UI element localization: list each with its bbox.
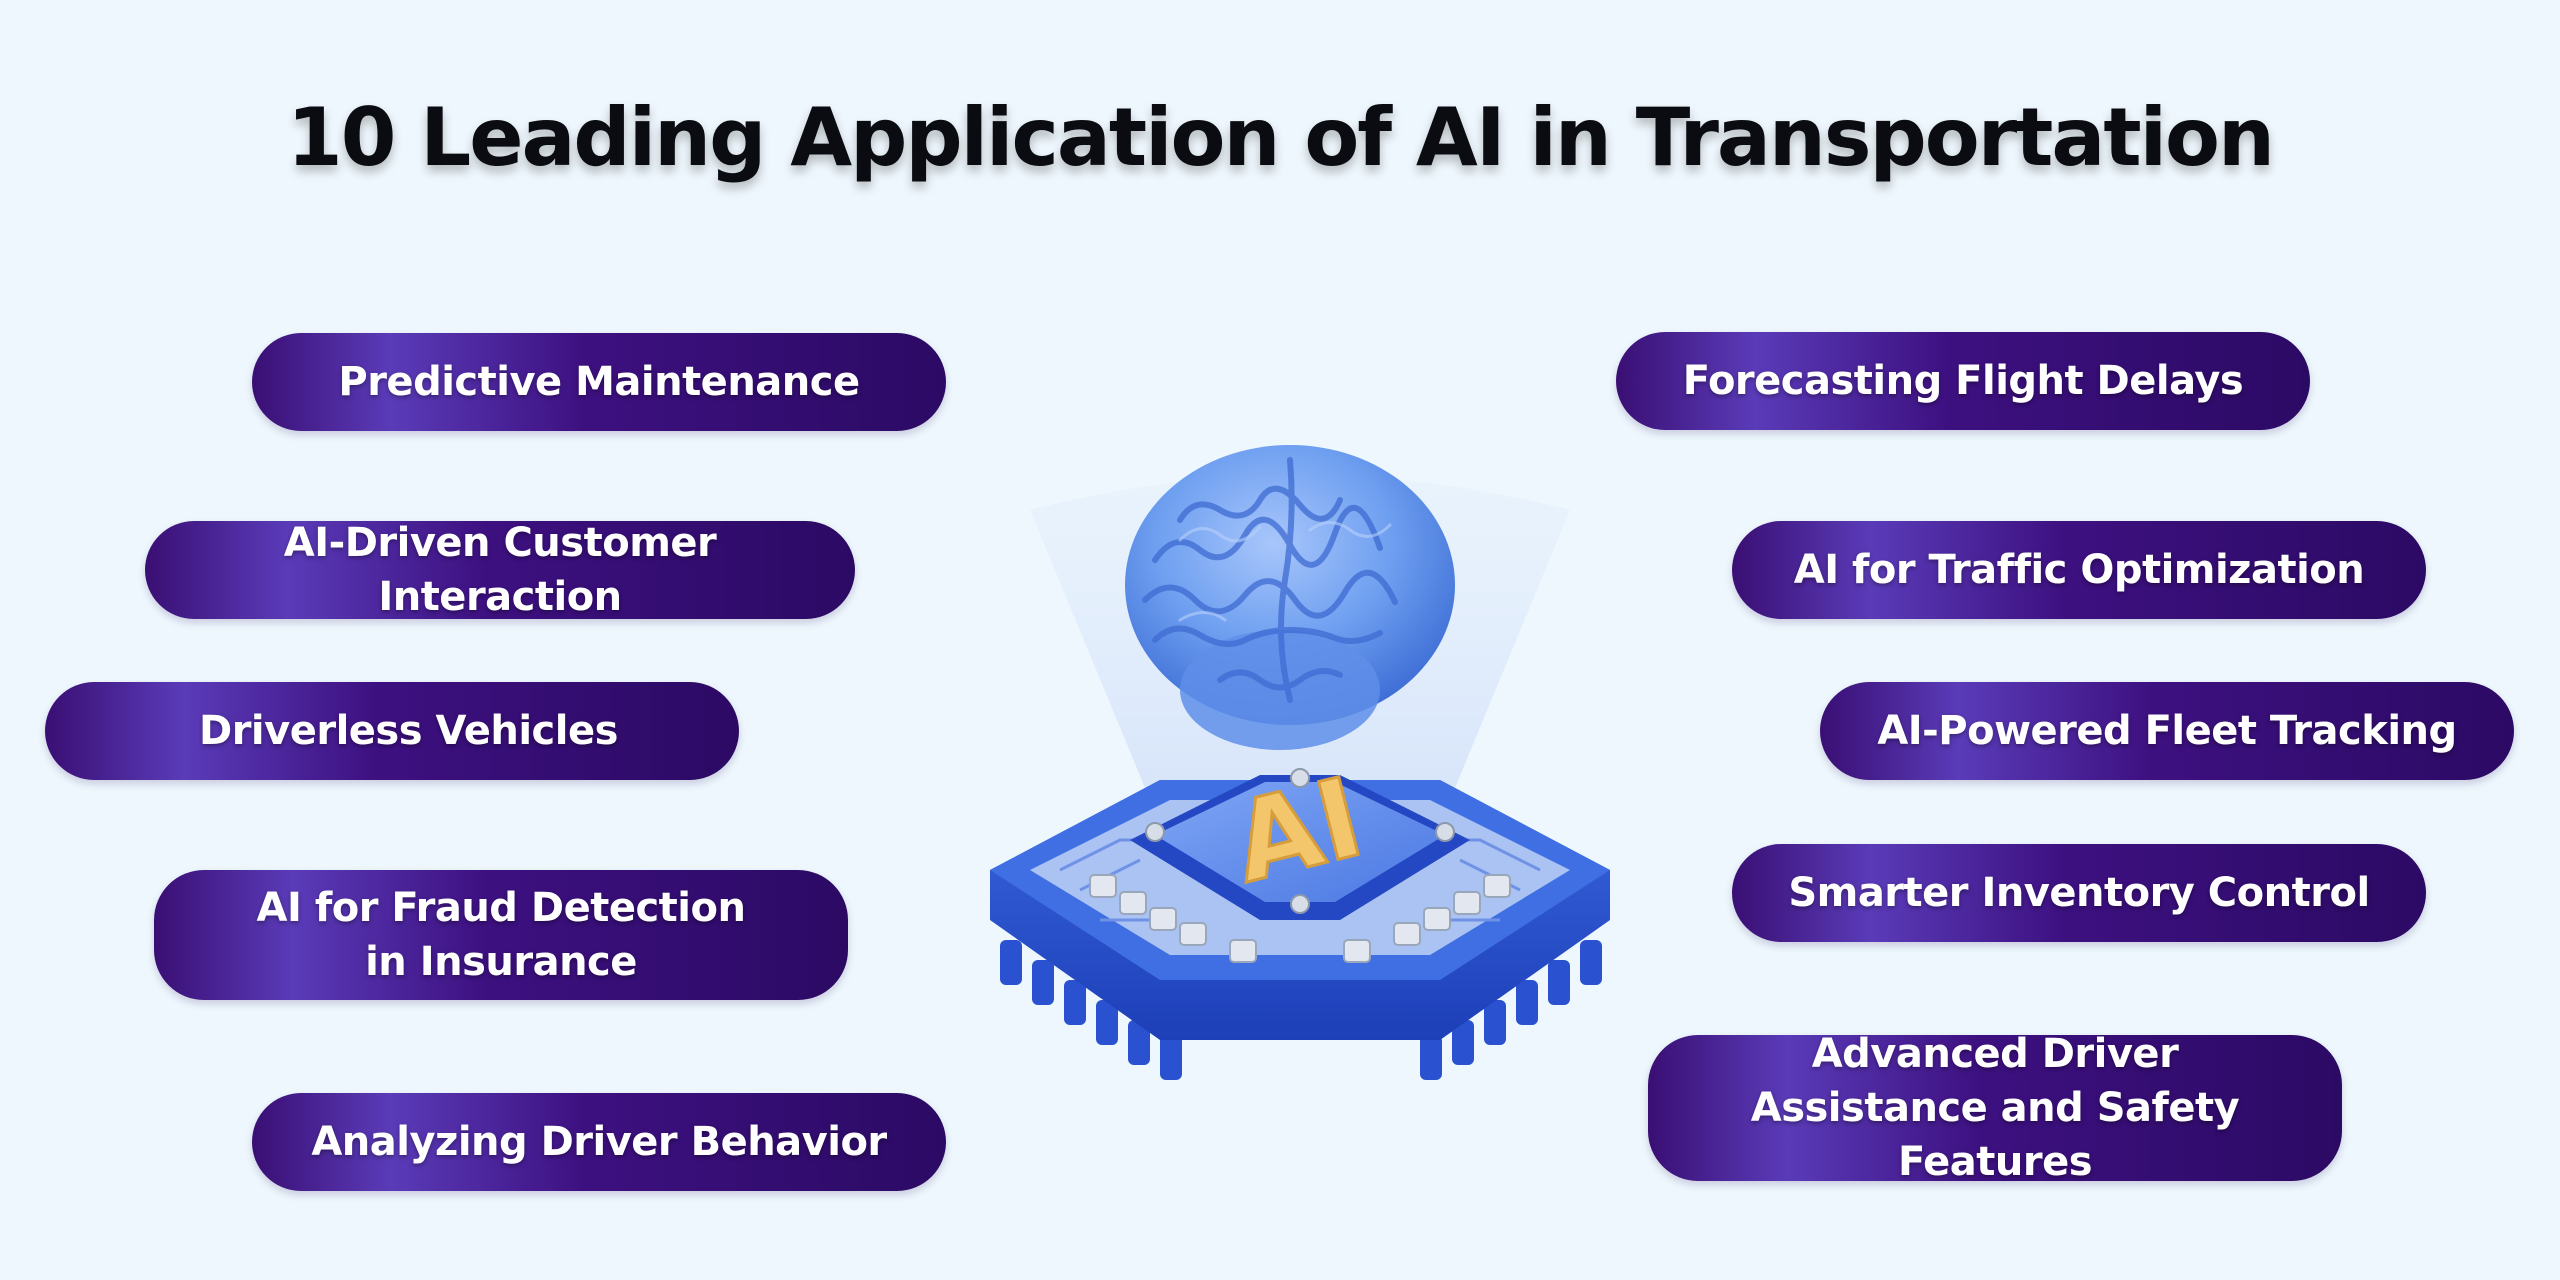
ai-brain-chip-icon: AI: [990, 445, 1610, 1080]
item-label: AI-Driven Customer Interaction: [283, 520, 717, 620]
item-label: Smarter Inventory Control: [1788, 870, 2370, 916]
item-label: AI-Powered Fleet Tracking: [1877, 708, 2457, 754]
ai-brain-chip-illustration: AI: [980, 420, 1620, 1100]
item-label: AI for Traffic Optimization: [1793, 547, 2365, 593]
item-label: Forecasting Flight Delays: [1682, 358, 2244, 404]
item-analyzing-driver-behavior: Analyzing Driver Behavior: [252, 1093, 946, 1191]
item-smarter-inventory-control: Smarter Inventory Control: [1732, 844, 2426, 942]
item-forecasting-flight-delays: Forecasting Flight Delays: [1616, 332, 2310, 430]
item-label: Advanced Driver Assistance and Safety Fe…: [1750, 1031, 2240, 1185]
page-title: 10 Leading Application of AI in Transpor…: [287, 91, 2275, 184]
item-label: AI for Fraud Detection in Insurance: [256, 885, 746, 985]
item-predictive-maintenance: Predictive Maintenance: [252, 333, 946, 431]
item-ai-traffic-optimization: AI for Traffic Optimization: [1732, 521, 2426, 619]
item-ai-powered-fleet-tracking: AI-Powered Fleet Tracking: [1820, 682, 2514, 780]
item-label: Predictive Maintenance: [338, 359, 860, 405]
item-advanced-driver-assistance: Advanced Driver Assistance and Safety Fe…: [1648, 1031, 2342, 1185]
item-driverless-vehicles: Driverless Vehicles: [45, 682, 739, 780]
item-ai-fraud-detection-insurance: AI for Fraud Detection in Insurance: [154, 870, 848, 1000]
item-ai-driven-customer-interaction: AI-Driven Customer Interaction: [145, 520, 855, 620]
item-label: Analyzing Driver Behavior: [311, 1119, 887, 1165]
item-label: Driverless Vehicles: [199, 708, 618, 754]
